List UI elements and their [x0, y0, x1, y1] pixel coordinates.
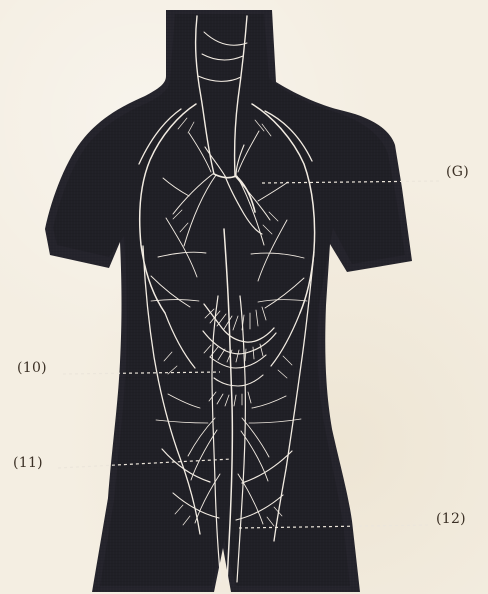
diagram-label-11: (11) — [13, 455, 43, 471]
diagram-label-12: (12) — [436, 511, 466, 527]
diagram-label-10: (10) — [17, 360, 47, 376]
diagram-label-6: (G) — [446, 164, 469, 180]
